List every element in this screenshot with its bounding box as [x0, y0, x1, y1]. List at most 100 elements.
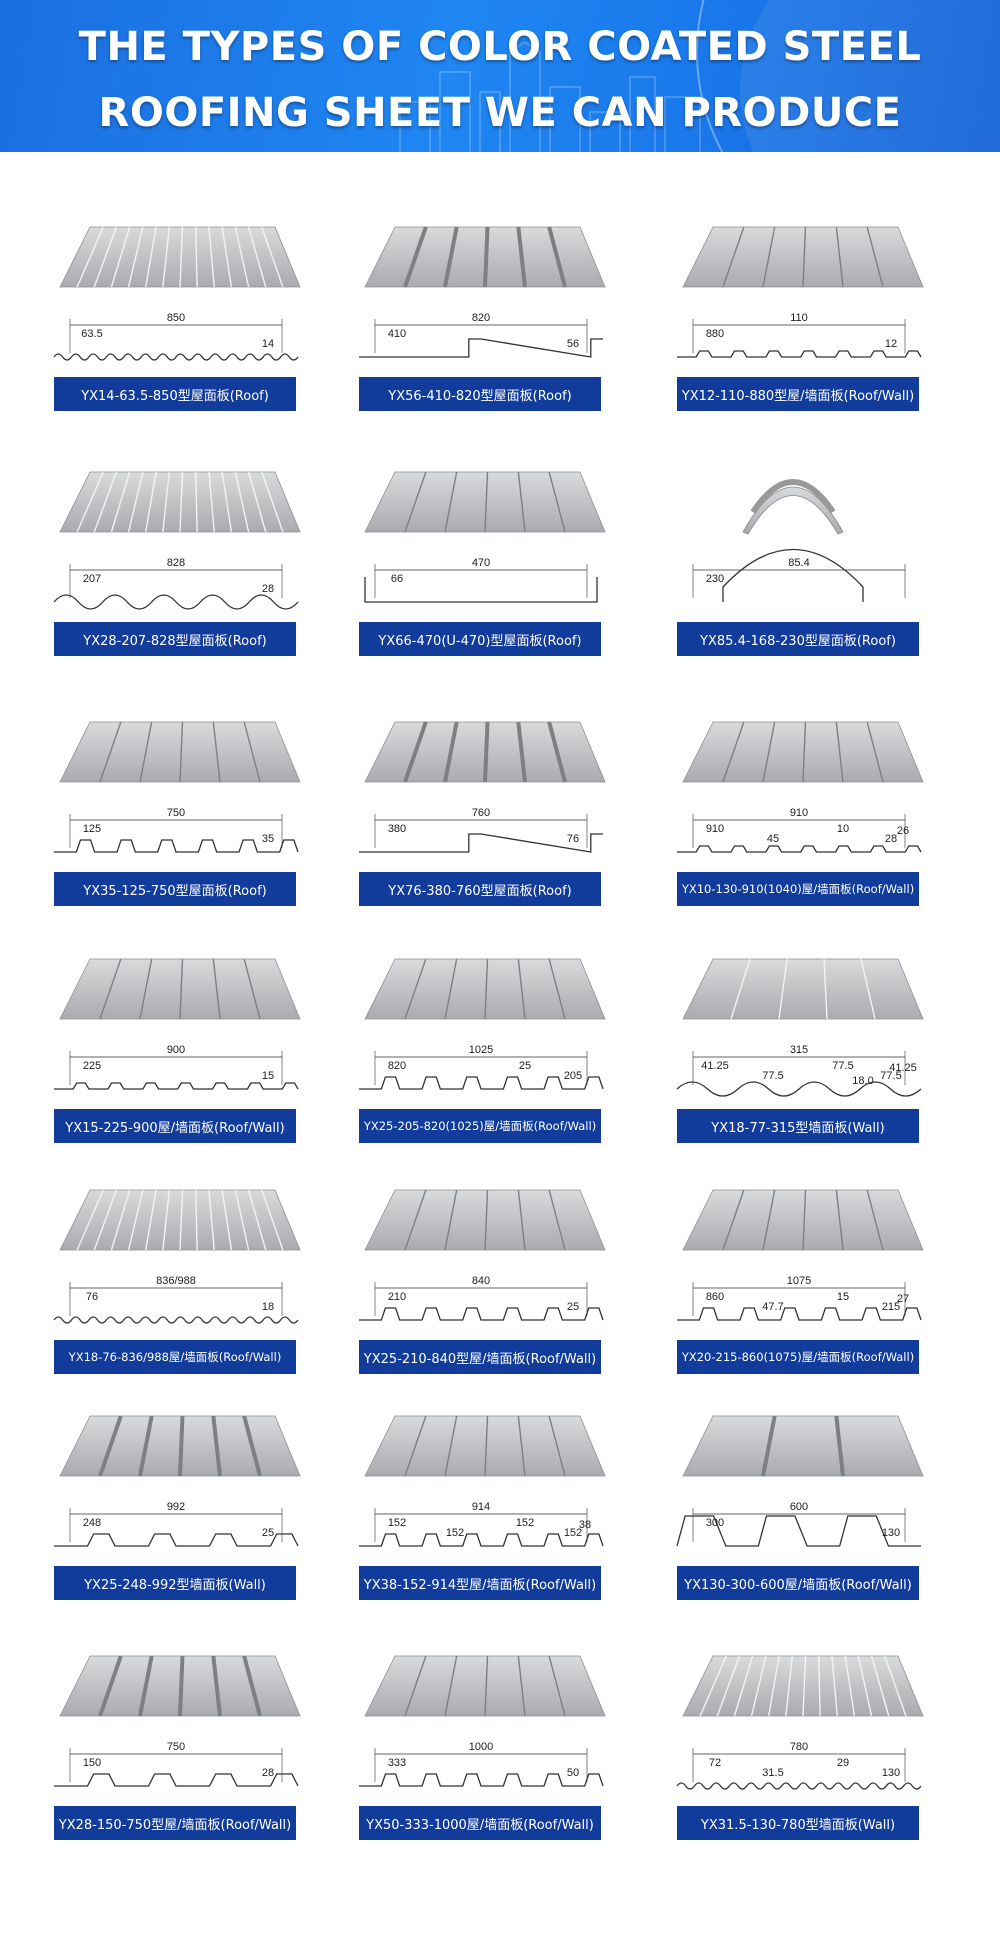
product-label: YX25-205-820(1025)屋/墙面板(Roof/Wall) — [359, 1109, 601, 1143]
cross-section-profile — [359, 1307, 604, 1321]
dimension-label: 77.5 — [762, 1070, 783, 1082]
product-label: YX28-150-750型屋/墙面板(Roof/Wall) — [54, 1806, 296, 1840]
product-figure: 828 207 28 — [53, 471, 301, 610]
product-label: YX38-152-914型屋/墙面板(Roof/Wall) — [359, 1566, 601, 1600]
sheet-illustration — [364, 1655, 606, 1717]
dimension-label: 152 — [564, 1527, 582, 1539]
dimension-label: 56 — [567, 338, 579, 350]
dimension-label: 207 — [83, 573, 101, 585]
dimension-label: 125 — [83, 823, 101, 835]
dimension-label: 15 — [262, 1070, 274, 1082]
dimension-label: 110 — [790, 312, 808, 324]
dimension-label: 25 — [567, 1301, 579, 1313]
dimension-label: 215 — [882, 1301, 900, 1313]
dimension-label: 230 — [706, 573, 724, 585]
dimension-label: 45 — [767, 833, 779, 845]
sheet-illustration — [682, 958, 924, 1020]
product-figure: 820 410 56 — [359, 226, 606, 358]
sheet-illustration — [364, 471, 606, 533]
cross-section-profile — [677, 350, 922, 358]
dimension-label: 760 — [472, 807, 490, 819]
dimension-label: 76 — [86, 1291, 98, 1303]
cross-section-profile — [677, 845, 922, 853]
title-line-1: THE TYPES OF COLOR COATED STEEL — [78, 24, 922, 70]
dimension-label: 828 — [167, 557, 185, 569]
dimension-label: 28 — [262, 583, 274, 595]
dimension-label: 18 — [262, 1301, 274, 1313]
dimension-label: 820 — [472, 312, 490, 324]
cross-section-profile — [359, 338, 603, 358]
dimension-label: 130 — [882, 1767, 900, 1779]
cross-section-profile — [676, 1515, 921, 1547]
cross-section-profile — [722, 548, 864, 602]
product-label: YX56-410-820型屋面板(Roof) — [359, 377, 601, 411]
dimension-label: 31.5 — [762, 1767, 783, 1779]
dimension-label: 41.25 — [701, 1060, 729, 1072]
sheet-illustration — [59, 721, 301, 783]
dimension-label: 85.4 — [788, 557, 809, 569]
sheet-illustration — [682, 226, 924, 288]
dimension-label: 470 — [472, 557, 490, 569]
dimension-label: 77.5 — [832, 1060, 853, 1072]
dimension-label: 225 — [83, 1060, 101, 1072]
dimension-label: 50 — [567, 1767, 579, 1779]
product-figure: 85.4 230 — [692, 479, 906, 602]
dimension-label: 10 — [837, 823, 849, 835]
cross-section-profile — [359, 1773, 604, 1787]
dimension-label: 880 — [706, 328, 724, 340]
dimension-label: 29 — [837, 1757, 849, 1769]
product-label: YX12-110-880型屋/墙面板(Roof/Wall) — [677, 377, 919, 411]
sheet-illustration — [364, 226, 606, 288]
product-label: YX50-333-1000屋/墙面板(Roof/Wall) — [359, 1806, 601, 1840]
dimension-label: 750 — [167, 807, 185, 819]
cross-section-profile — [54, 1082, 299, 1090]
page-title: THE TYPES OF COLOR COATED STEEL ROOFING … — [0, 14, 1000, 146]
dimension-label: 41.25 — [889, 1062, 917, 1074]
dimension-label: 914 — [472, 1501, 490, 1513]
sheet-illustration — [364, 721, 606, 783]
product-label: YX18-77-315型墙面板(Wall) — [677, 1109, 919, 1143]
cross-section-profile — [54, 839, 299, 853]
dimension-label: 840 — [472, 1275, 490, 1287]
dimension-label: 750 — [167, 1741, 185, 1753]
dimension-label: 25 — [262, 1527, 274, 1539]
sheet-illustration — [682, 721, 924, 783]
dimension-label: 26 — [897, 825, 909, 837]
product-label: YX28-207-828型屋面板(Roof) — [54, 622, 296, 656]
sheet-illustration — [59, 1415, 301, 1477]
cross-section-profile — [359, 1076, 604, 1090]
product-label: YX14-63.5-850型屋面板(Roof) — [54, 377, 296, 411]
dimension-label: 910 — [706, 823, 724, 835]
sheet-illustration — [59, 471, 301, 533]
banner-decor-ring — [696, 0, 1000, 152]
dimension-label: 76 — [567, 833, 579, 845]
product-label: YX130-300-600屋/墙面板(Roof/Wall) — [677, 1566, 919, 1600]
product-label: YX20-215-860(1075)屋/墙面板(Roof/Wall) — [677, 1340, 919, 1374]
skyline-graphic — [399, 42, 701, 152]
dimension-label: 410 — [388, 328, 406, 340]
sheet-illustration — [59, 1189, 301, 1251]
product-label: YX25-210-840型屋/墙面板(Roof/Wall) — [359, 1340, 601, 1374]
cross-section-profile — [53, 353, 299, 361]
